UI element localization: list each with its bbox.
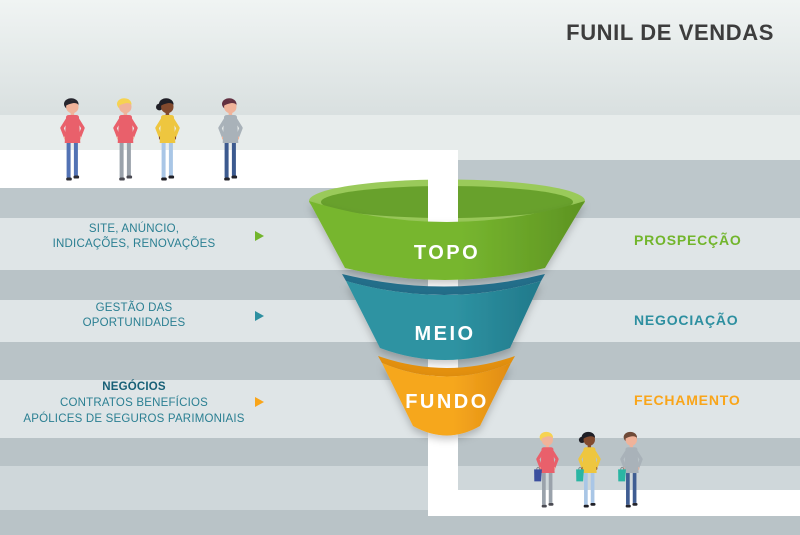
arrow-right-icon [255,231,264,241]
funnel-stage-fundo-lip [378,356,515,377]
person [534,431,559,508]
person [218,98,243,181]
arrow-right-icon [255,311,264,321]
person [155,98,180,181]
person [60,98,85,181]
side-label-negociacao: NEGOCIAÇÃO [634,312,739,328]
funnel-stage-topo [309,201,585,280]
people-group-prospects [60,98,243,181]
funnel-stage-meio-lip [342,274,545,295]
person [576,431,601,508]
person [113,98,138,181]
funnel-label-fundo: FUNDO [405,391,489,413]
funnel-stage-meio [346,281,541,360]
note-line: SITE, ANÚNCIO, [88,223,180,235]
stage-note-fundo: NEGÓCIOS CONTRATOS BENEFÍCIOS APÓLICES DE … [15,379,253,427]
side-label-prospeccao: PROSPECÇÃO [634,232,742,248]
page-title: FUNIL DE VENDAS [566,20,774,45]
note-line: APÓLICES DE SEGUROS PARIMONIAIS [23,413,245,425]
stripe [0,438,800,466]
white-path-bottom-band [428,490,800,516]
funnel-label-meio: MEIO [414,323,475,345]
stripe [0,0,800,115]
note-line: OPORTUNIDADES [82,317,186,329]
funnel-stage-fundo [382,363,511,436]
stage-note-topo: SITE, ANÚNCIO, INDICAÇÕES, RENOVAÇÕES [15,222,253,252]
person [618,431,643,508]
note-line: GESTÃO DAS [95,302,173,314]
people-group-customers [534,431,643,508]
side-label-fechamento: FECHAMENTO [634,392,741,408]
note-line: CONTRATOS BENEFÍCIOS [60,397,208,409]
arrow-right-icon [255,397,264,407]
note-line: INDICAÇÕES, RENOVAÇÕES [52,238,216,250]
note-line: NEGÓCIOS [102,381,166,393]
funnel-label-topo: TOPO [414,242,480,264]
stage-note-meio: GESTÃO DAS OPORTUNIDADES [15,301,253,331]
